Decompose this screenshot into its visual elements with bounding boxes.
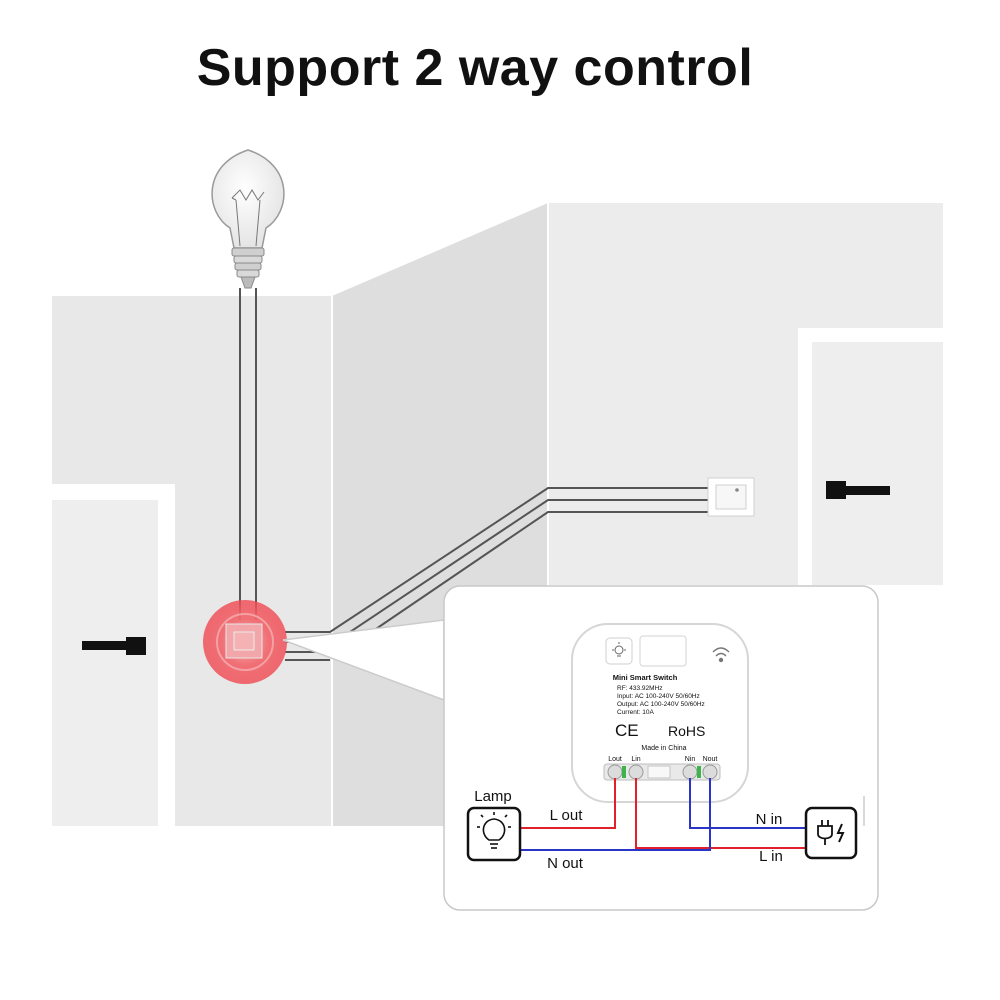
l-out-label: L out (550, 807, 584, 824)
l-in-label: L in (759, 848, 783, 865)
device-current: Current: 10A (617, 709, 655, 716)
lamp-box (466, 806, 522, 862)
rohs-mark: RoHS (668, 723, 705, 739)
terminal-lin-label: Lin (631, 756, 640, 763)
mini-smart-switch-device: Mini Smart Switch RF: 433.92MHz Input: A… (571, 623, 749, 803)
bulb-small-icon (612, 642, 626, 657)
left-door (52, 484, 175, 826)
terminal-nout-label: Nout (703, 756, 718, 763)
device-rf: RF: 433.92MHz (617, 685, 663, 692)
light-bulb-icon (211, 149, 285, 289)
terminal-screws (607, 764, 718, 780)
made-in-label: Made in China (641, 745, 686, 752)
page-title: Support 2 way control (196, 39, 754, 97)
lamp-label: Lamp (474, 788, 512, 805)
right-door (798, 328, 943, 585)
device-output: Output: AC 100-240V 50/60Hz (617, 701, 705, 708)
switch-location-highlight (203, 600, 287, 684)
terminal-lout-label: Lout (608, 756, 622, 763)
ce-mark: CE (615, 721, 639, 740)
lamp-icon (477, 812, 511, 849)
device-input: Input: AC 100-240V 50/60Hz (617, 693, 700, 700)
terminal-nin-label: Nin (685, 756, 696, 763)
device-name: Mini Smart Switch (613, 673, 678, 682)
n-out-label: N out (547, 855, 584, 872)
n-in-label: N in (756, 811, 783, 828)
wall-switch (707, 477, 755, 517)
power-plug-icon (817, 820, 845, 845)
wireless-signal-icon (712, 647, 730, 663)
power-source-box (804, 806, 858, 860)
wiring-lines (521, 778, 806, 851)
